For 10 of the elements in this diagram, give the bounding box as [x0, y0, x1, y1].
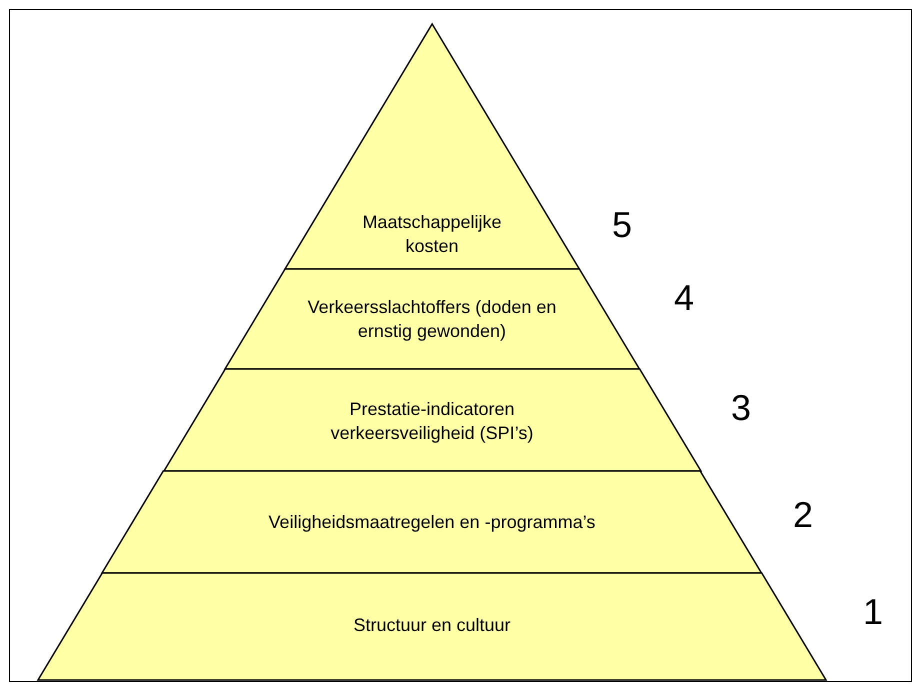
level-number: 1 [863, 592, 884, 632]
level-number: 4 [674, 278, 694, 318]
level-label: Prestatie-indicatoren verkeersveiligheid (SPI’s) [330, 398, 534, 445]
level-label: Maatschappelijke kosten [361, 211, 503, 258]
level-label: Veiligheidsmaatregelen en -programma’s [268, 511, 596, 534]
level-label: Structuur en cultuur [352, 614, 512, 637]
level-label: Verkeersslachtoffers (doden en ernstig gewonden) [306, 296, 558, 343]
level-number: 5 [612, 205, 632, 245]
level-number: 3 [730, 388, 752, 428]
level-number: 2 [792, 495, 814, 535]
